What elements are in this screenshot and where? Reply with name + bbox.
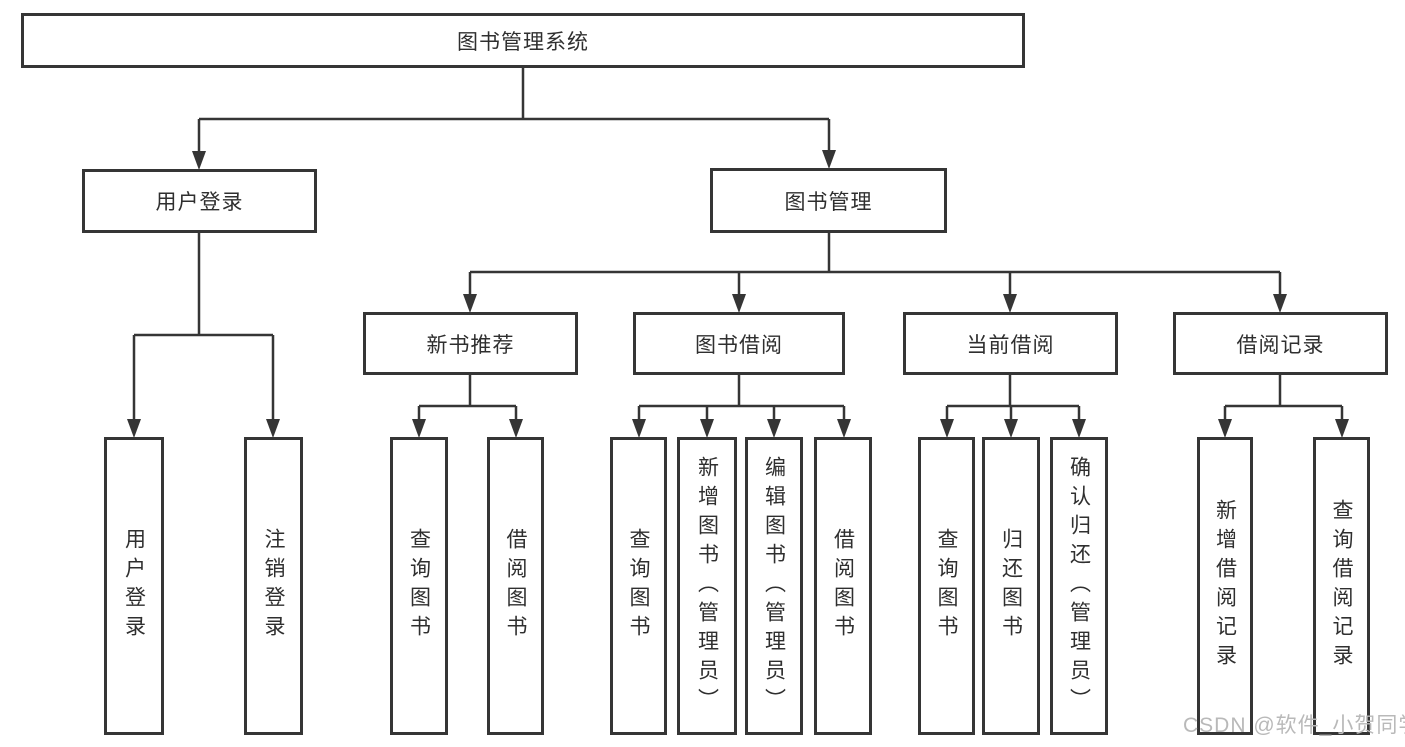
- leaf-label: 确认归还（管理员）: [1067, 455, 1091, 717]
- connector-root-to-level2: [192, 68, 836, 170]
- leaf-query-books-recommend: 查询图书: [390, 437, 448, 735]
- node-label: 用户登录: [155, 191, 244, 214]
- node-label: 图书管理: [784, 190, 873, 214]
- leaf-add-books-admin: 新增图书（管理员）: [677, 437, 737, 735]
- leaf-label: 新增图书（管理员）: [695, 455, 719, 717]
- leaf-label: 查询图书: [935, 528, 958, 644]
- leaf-return-books: 归还图书: [982, 437, 1040, 735]
- connector-book-mgmt-to-level3: [463, 233, 1287, 313]
- leaf-label: 注销登录: [262, 528, 285, 644]
- connector-new-book-to-leaves: [412, 375, 523, 438]
- leaf-label: 用户登录: [122, 528, 146, 644]
- csdn-watermark: CSDN @软件_小贺同学: [1183, 714, 1405, 737]
- leaf-borrow-books-recommend: 借阅图书: [487, 437, 544, 735]
- leaf-label: 查询图书: [627, 528, 650, 644]
- leaf-label: 借阅图书: [831, 528, 855, 644]
- connector-borrow-records-to-leaves: [1218, 375, 1349, 438]
- node-current-borrow: 当前借阅: [903, 312, 1118, 375]
- leaf-label: 新增借阅记录: [1213, 499, 1237, 673]
- leaf-query-books-current: 查询图书: [918, 437, 975, 735]
- node-label: 新书推荐: [426, 333, 515, 357]
- node-book-management: 图书管理: [710, 168, 947, 233]
- leaf-label: 归还图书: [999, 528, 1023, 644]
- node-book-borrow: 图书借阅: [633, 312, 845, 375]
- leaf-confirm-return-admin: 确认归还（管理员）: [1050, 437, 1108, 735]
- node-borrow-records: 借阅记录: [1173, 312, 1388, 375]
- node-new-book-recommend: 新书推荐: [363, 312, 578, 375]
- leaf-query-books-borrow: 查询图书: [610, 437, 667, 735]
- leaf-query-borrow-record: 查询借阅记录: [1313, 437, 1370, 735]
- leaf-borrow-books: 借阅图书: [814, 437, 872, 735]
- node-label: 图书借阅: [695, 333, 783, 357]
- node-label: 借阅记录: [1236, 333, 1325, 357]
- connector-current-borrow-to-leaves: [940, 375, 1086, 438]
- leaf-label: 借阅图书: [504, 528, 527, 644]
- connector-user-login-to-leaves: [127, 233, 280, 438]
- leaf-label: 查询图书: [407, 528, 431, 644]
- leaf-edit-books-admin: 编辑图书（管理员）: [745, 437, 803, 735]
- leaf-label: 编辑图书（管理员）: [762, 455, 786, 717]
- leaf-add-borrow-record: 新增借阅记录: [1197, 437, 1253, 735]
- node-label: 当前借阅: [966, 333, 1055, 357]
- node-user-login: 用户登录: [82, 169, 317, 233]
- leaf-label: 查询借阅记录: [1330, 499, 1353, 673]
- node-label: 图书管理系统: [457, 30, 589, 54]
- leaf-user-login: 用户登录: [104, 437, 164, 735]
- connector-book-borrow-to-leaves: [632, 375, 851, 438]
- node-library-system: 图书管理系统: [21, 13, 1025, 68]
- leaf-logout: 注销登录: [244, 437, 303, 735]
